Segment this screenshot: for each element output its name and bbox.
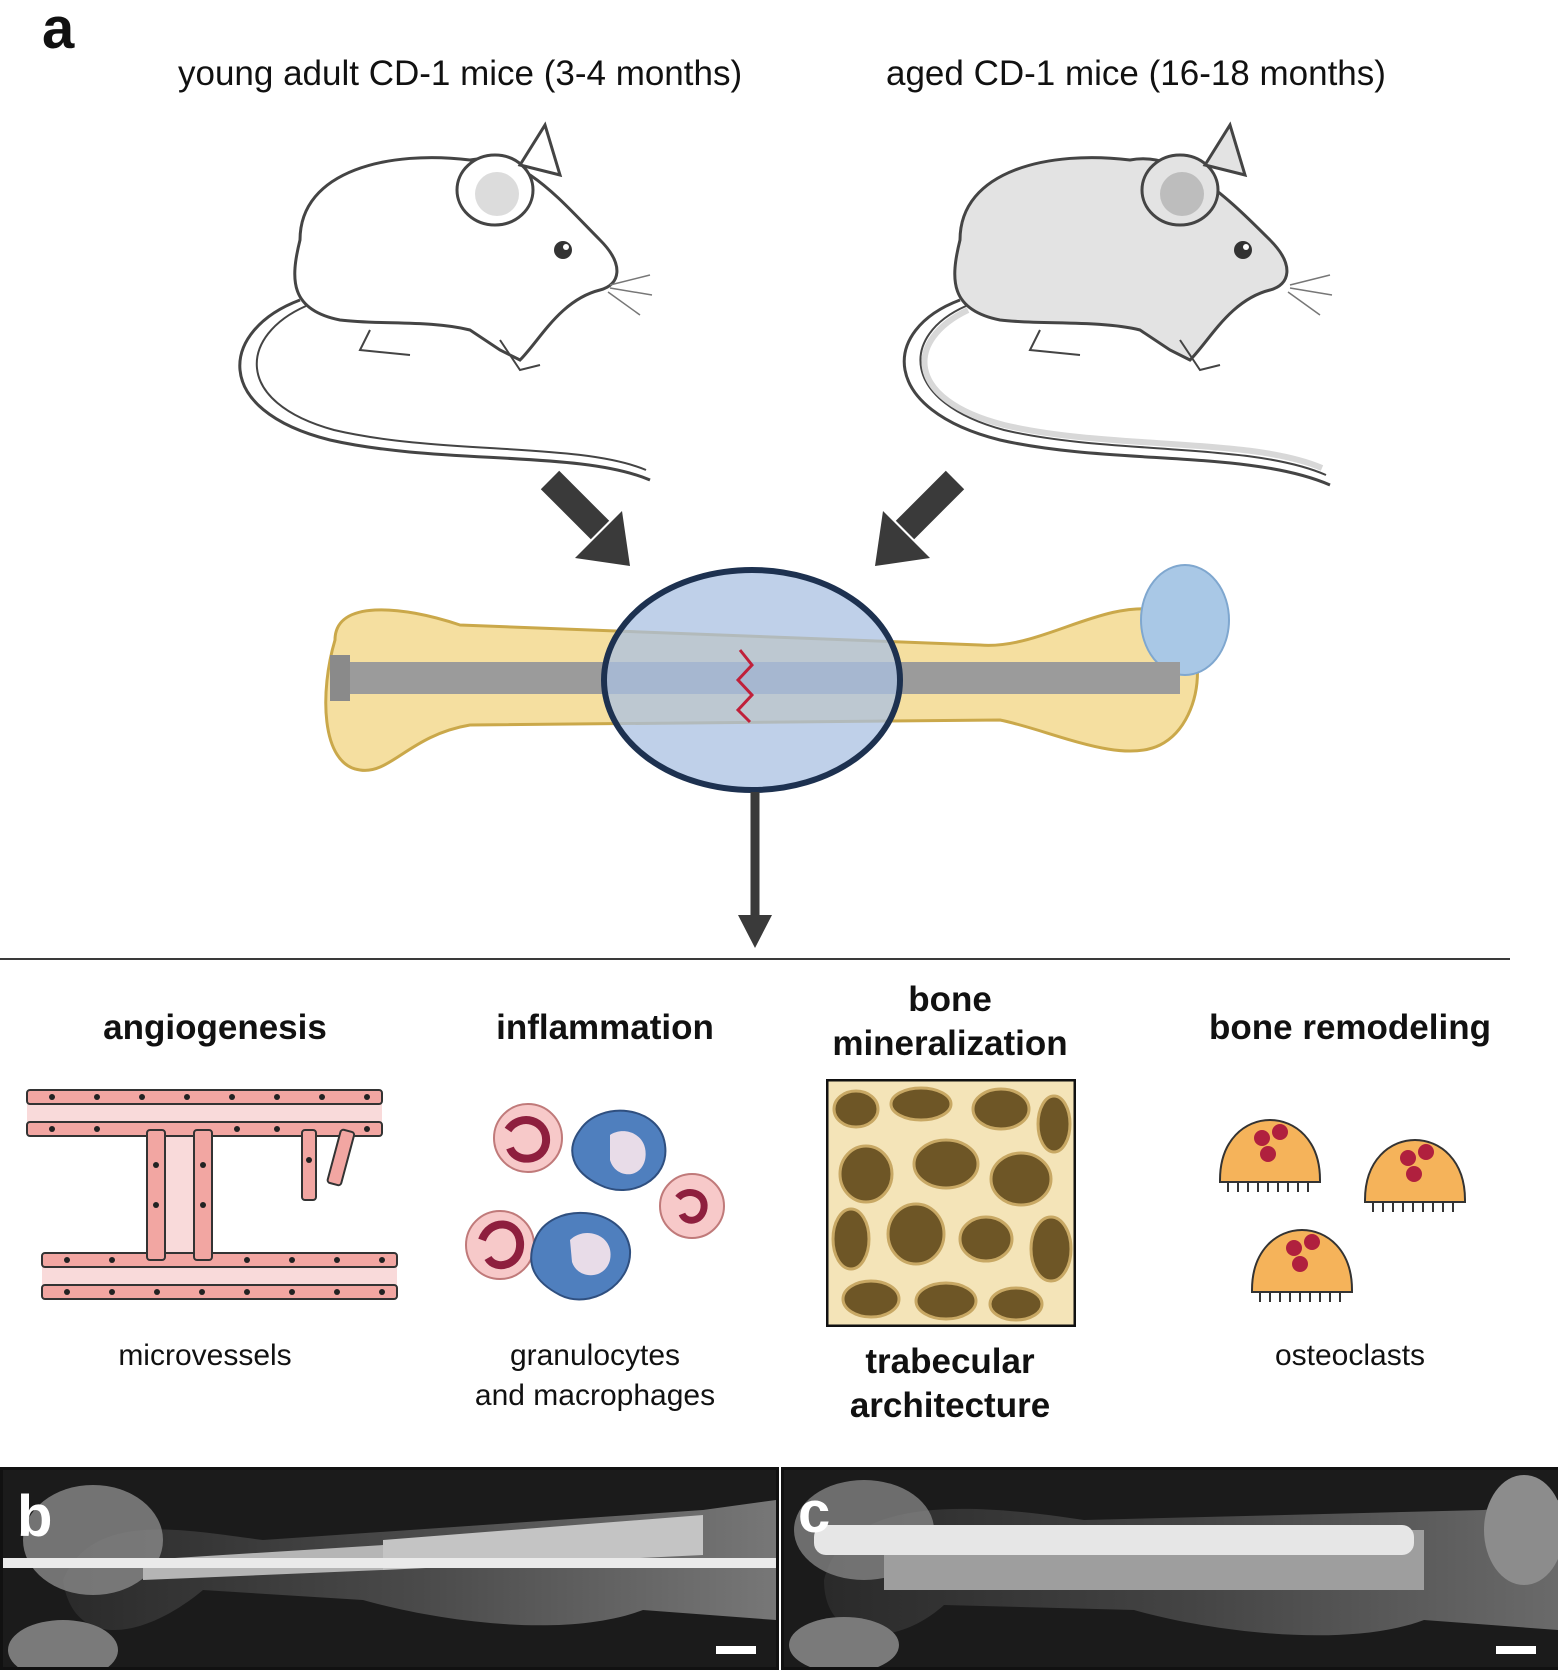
panel-label-b: b bbox=[17, 1484, 53, 1549]
microvessels-label: microvessels bbox=[118, 1339, 292, 1372]
osteoclast-icon bbox=[1251, 1229, 1353, 1302]
xray-panel-b: b bbox=[0, 1467, 779, 1670]
panel-label-c: c bbox=[798, 1480, 831, 1545]
fracture-site-ellipse bbox=[601, 567, 903, 793]
bone-mineralization-title-line1: bone bbox=[908, 980, 992, 1019]
aged-mice-title: aged CD-1 mice (16-18 months) bbox=[886, 54, 1386, 93]
down-arrow-icon bbox=[738, 792, 772, 948]
schematic-illustration bbox=[0, 121, 1510, 960]
bone-remodeling-title: bone remodeling bbox=[1209, 1008, 1491, 1047]
granulocyte-icon bbox=[465, 1210, 535, 1280]
young-mice-title: young adult CD-1 mice (3-4 months) bbox=[178, 54, 743, 93]
osteoclasts-label: osteoclasts bbox=[1274, 1339, 1426, 1372]
left-arrow-icon bbox=[540, 470, 630, 566]
granulocytes-label-line2: and macrophages bbox=[474, 1379, 716, 1412]
scale-bar-c bbox=[1496, 1646, 1536, 1654]
osteoclasts-icon bbox=[1219, 1119, 1466, 1302]
xray-image-c bbox=[784, 1470, 1558, 1667]
granulocyte-icon bbox=[493, 1103, 563, 1173]
trabecular-label-line2: architecture bbox=[849, 1386, 1051, 1425]
right-arrow-icon bbox=[875, 470, 965, 566]
trabecular-bone-icon bbox=[826, 1079, 1076, 1327]
angiogenesis-title: angiogenesis bbox=[103, 1008, 327, 1047]
young-mouse-icon bbox=[238, 121, 653, 482]
inflammation-title: inflammation bbox=[496, 1008, 714, 1047]
immune-cells-icon bbox=[465, 1103, 725, 1301]
osteoclast-icon bbox=[1219, 1119, 1321, 1192]
trabecular-label-line1: trabecular bbox=[865, 1342, 1035, 1381]
granulocytes-label-line1: granulocytes bbox=[509, 1339, 681, 1372]
scale-bar-b bbox=[716, 1646, 756, 1654]
xray-panel-c: c bbox=[781, 1467, 1558, 1670]
xray-image-b bbox=[3, 1470, 776, 1667]
aged-mouse-icon bbox=[902, 121, 1333, 487]
osteoclast-icon bbox=[1364, 1139, 1466, 1212]
bone-mineralization-title-line2: mineralization bbox=[832, 1024, 1068, 1063]
macrophage-icon bbox=[530, 1211, 632, 1301]
macrophage-icon bbox=[571, 1109, 667, 1191]
granulocyte-icon bbox=[659, 1173, 725, 1239]
microvessels-icon bbox=[26, 1089, 398, 1300]
panel-label-a: a bbox=[42, 0, 75, 61]
